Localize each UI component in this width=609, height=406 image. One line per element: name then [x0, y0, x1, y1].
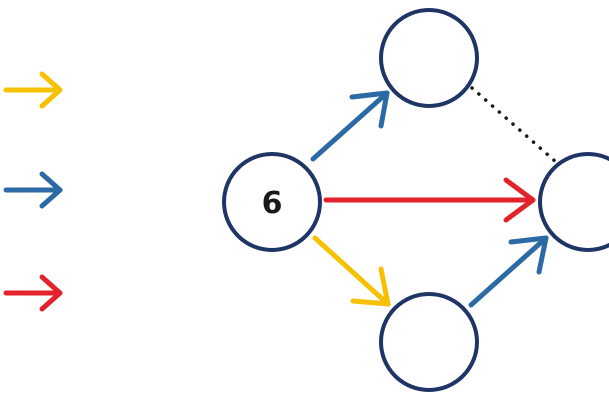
node-bottom	[379, 292, 479, 392]
edge-start-bottom	[312, 235, 391, 307]
node-right	[538, 152, 609, 252]
legend-blue-arrow-icon	[3, 171, 63, 209]
edge-start-right	[323, 177, 536, 223]
edge-bottom-right	[468, 235, 549, 308]
legend-red-arrow-icon	[3, 274, 63, 312]
legend-yellow-arrow-icon	[3, 71, 63, 109]
node-start-label: 6	[262, 186, 283, 221]
node-start	[222, 152, 322, 252]
edge-start-top	[310, 90, 390, 162]
node-top	[379, 8, 479, 108]
dotted-edge	[470, 86, 558, 164]
